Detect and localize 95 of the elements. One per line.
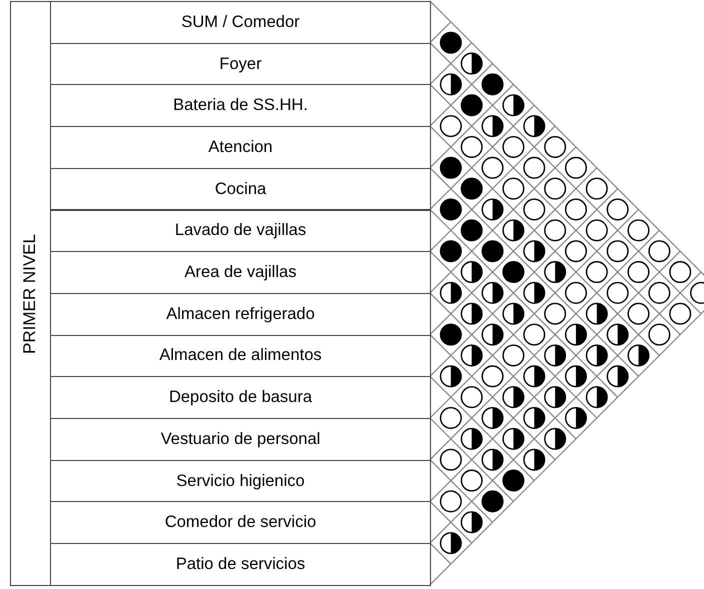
empty-circle-mark [648, 324, 670, 346]
filled-circle-mark [460, 94, 483, 116]
half-filled-circle-mark [502, 428, 524, 450]
half-filled-circle-mark [482, 115, 504, 138]
empty-circle-mark [523, 156, 546, 179]
empty-circle-mark [502, 136, 524, 158]
empty-circle-mark [648, 240, 670, 262]
empty-circle-mark [482, 365, 504, 388]
empty-circle-mark [544, 136, 566, 158]
empty-circle-mark [460, 386, 483, 408]
half-filled-circle-mark [460, 344, 483, 366]
filled-circle-mark [440, 156, 462, 179]
filled-circle-mark [440, 324, 462, 346]
half-filled-circle-mark [482, 198, 504, 220]
empty-circle-mark [564, 240, 587, 262]
empty-circle-mark [606, 240, 629, 262]
filled-circle-mark [482, 240, 504, 262]
half-filled-circle-mark [502, 386, 524, 408]
empty-circle-mark [544, 219, 566, 242]
half-filled-circle-mark [460, 428, 483, 450]
empty-circle-mark [669, 261, 692, 284]
empty-circle-mark [544, 178, 566, 200]
half-filled-circle-mark [502, 219, 524, 242]
half-filled-circle-mark [440, 532, 462, 554]
half-filled-circle-mark [544, 261, 566, 284]
half-filled-circle-mark [586, 344, 608, 366]
empty-circle-mark [440, 407, 462, 429]
half-filled-circle-mark [544, 386, 566, 408]
level-frame [10, 1, 431, 586]
empty-circle-mark [460, 136, 483, 158]
half-filled-circle-mark [564, 324, 587, 346]
empty-circle-mark [564, 282, 587, 304]
filled-circle-mark [502, 470, 524, 492]
half-filled-circle-mark [482, 324, 504, 346]
empty-circle-mark [523, 198, 546, 220]
half-filled-circle-mark [440, 73, 462, 96]
half-filled-circle-mark [460, 302, 483, 325]
half-filled-circle-mark [482, 407, 504, 429]
level-title: PRIMER NIVEL [20, 234, 40, 354]
filled-circle-mark [440, 198, 462, 220]
filled-circle-mark [482, 73, 504, 96]
filled-circle-mark [460, 219, 483, 242]
empty-circle-mark [440, 115, 462, 138]
half-filled-circle-mark [564, 365, 587, 388]
half-filled-circle-mark [460, 261, 483, 284]
empty-circle-mark [523, 324, 546, 346]
filled-circle-mark [460, 178, 483, 200]
half-filled-circle-mark [460, 511, 483, 534]
space-row: Lavado de vajillas [50, 210, 431, 252]
half-filled-circle-mark [523, 282, 546, 304]
half-filled-circle-mark [586, 302, 608, 325]
empty-circle-mark [502, 178, 524, 200]
empty-circle-mark [628, 219, 650, 242]
empty-circle-mark [482, 156, 504, 179]
filled-circle-mark [440, 32, 462, 54]
empty-circle-mark [648, 282, 670, 304]
half-filled-circle-mark [482, 448, 504, 471]
empty-circle-mark [502, 344, 524, 366]
empty-circle-mark [606, 282, 629, 304]
half-filled-circle-mark [523, 240, 546, 262]
half-filled-circle-mark [460, 52, 483, 75]
empty-circle-mark [586, 178, 608, 200]
filled-circle-mark [440, 240, 462, 262]
half-filled-circle-mark [502, 94, 524, 116]
empty-circle-mark [564, 156, 587, 179]
empty-circle-mark [564, 198, 587, 220]
half-filled-circle-mark [628, 344, 650, 366]
half-filled-circle-mark [564, 407, 587, 429]
half-filled-circle-mark [606, 365, 629, 388]
empty-circle-mark [690, 282, 704, 304]
space-row: Cocina [50, 168, 431, 210]
empty-circle-mark [440, 448, 462, 471]
half-filled-circle-mark [523, 407, 546, 429]
half-filled-circle-mark [544, 344, 566, 366]
empty-circle-mark [460, 470, 483, 492]
filled-circle-mark [482, 490, 504, 512]
half-filled-circle-mark [523, 448, 546, 471]
half-filled-circle-mark [586, 386, 608, 408]
empty-circle-mark [586, 219, 608, 242]
half-filled-circle-mark [606, 324, 629, 346]
half-filled-circle-mark [544, 428, 566, 450]
empty-circle-mark [669, 302, 692, 325]
empty-circle-mark [586, 261, 608, 284]
empty-circle-mark [606, 198, 629, 220]
filled-circle-mark [502, 261, 524, 284]
half-filled-circle-mark [440, 282, 462, 304]
half-filled-circle-mark [502, 302, 524, 325]
empty-circle-mark [628, 261, 650, 284]
half-filled-circle-mark [440, 365, 462, 388]
half-filled-circle-mark [523, 115, 546, 138]
empty-circle-mark [440, 490, 462, 512]
empty-circle-mark [628, 302, 650, 325]
empty-circle-mark [544, 302, 566, 325]
half-filled-circle-mark [482, 282, 504, 304]
half-filled-circle-mark [523, 365, 546, 388]
